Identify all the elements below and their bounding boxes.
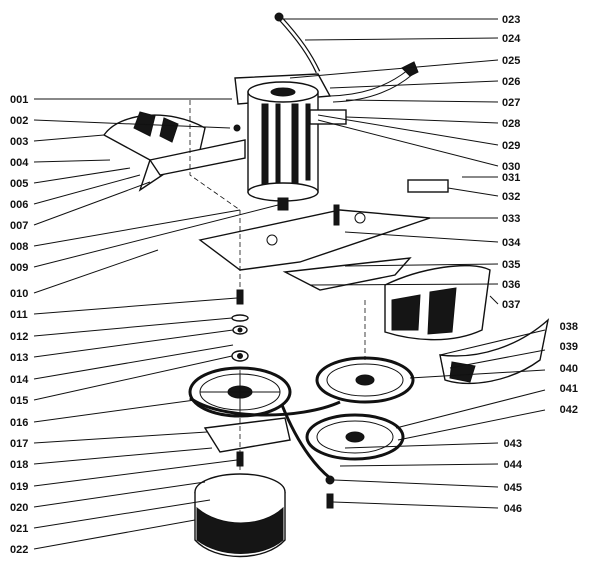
callout-045: 045: [504, 482, 522, 494]
callout-035: 035: [502, 259, 520, 271]
callout-044: 044: [504, 459, 523, 471]
callout-043: 043: [504, 438, 522, 450]
pulleys: [188, 356, 415, 480]
callout-011: 011: [10, 309, 28, 321]
callout-009: 009: [10, 262, 28, 274]
callout-016: 016: [10, 417, 28, 429]
callout-018: 018: [10, 459, 28, 471]
base-plate: [198, 179, 449, 291]
alignment-lines: [189, 100, 366, 470]
callout-001: 001: [10, 94, 28, 106]
callout-028: 028: [502, 118, 520, 130]
callout-032: 032: [502, 191, 520, 203]
left-callouts: 001 002 003 004 005 006 007 008 009 010 …: [10, 94, 279, 556]
callout-020: 020: [10, 502, 28, 514]
callout-007: 007: [10, 220, 28, 232]
callout-036: 036: [502, 279, 520, 291]
callout-031: 031: [502, 172, 520, 184]
callout-017: 017: [10, 438, 28, 450]
assembly-drawing: [102, 12, 550, 558]
callout-041: 041: [560, 383, 578, 395]
callout-037: 037: [502, 299, 520, 311]
callout-006: 006: [10, 199, 28, 211]
callout-003: 003: [10, 136, 28, 148]
right-shroud: [384, 264, 550, 385]
callout-021: 021: [10, 523, 28, 535]
callout-015: 015: [10, 395, 28, 407]
callout-024: 024: [502, 33, 521, 45]
callout-004: 004: [10, 157, 29, 169]
callout-040: 040: [560, 363, 578, 375]
callout-029: 029: [502, 140, 520, 152]
callout-046: 046: [504, 503, 522, 515]
right-callouts: 023 024 025 026 027 028 029 030 031 032 …: [284, 14, 578, 515]
callout-030: 030: [502, 161, 520, 173]
callout-022: 022: [10, 544, 28, 556]
callout-025: 025: [502, 55, 520, 67]
callout-013: 013: [10, 352, 28, 364]
motor: [247, 81, 347, 211]
shaft-stack: [231, 289, 249, 362]
callout-010: 010: [10, 288, 28, 300]
callout-027: 027: [502, 97, 520, 109]
callout-012: 012: [10, 331, 28, 343]
callout-014: 014: [10, 374, 29, 386]
callout-039: 039: [560, 341, 578, 353]
left-cover: [102, 111, 246, 192]
callout-019: 019: [10, 481, 28, 493]
callout-026: 026: [502, 76, 520, 88]
callout-042: 042: [560, 404, 578, 416]
callout-033: 033: [502, 213, 520, 225]
callout-002: 002: [10, 115, 28, 127]
callout-034: 034: [502, 237, 521, 249]
callout-038: 038: [560, 321, 578, 333]
callout-008: 008: [10, 241, 28, 253]
callout-023: 023: [502, 14, 520, 26]
callout-005: 005: [10, 178, 28, 190]
